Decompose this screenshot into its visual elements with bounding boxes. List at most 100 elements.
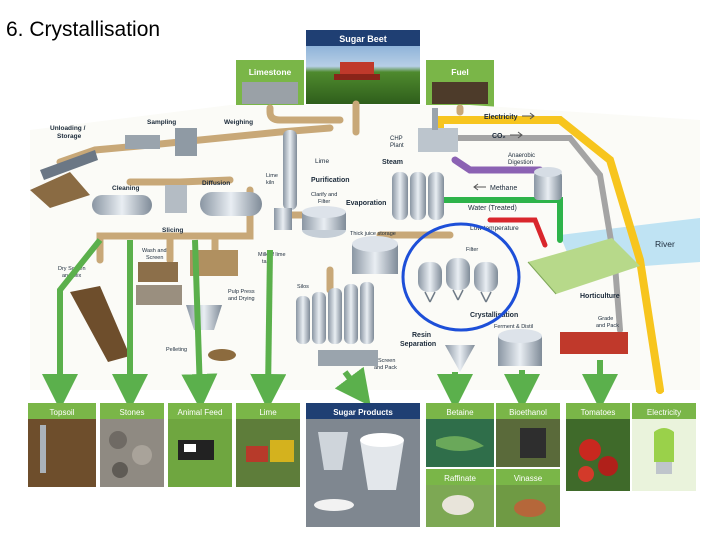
grade-label-1: Grade bbox=[598, 316, 613, 322]
evaporation-label: Evaporation bbox=[346, 200, 386, 207]
sampling-label: Sampling bbox=[147, 119, 176, 126]
anaerobic-digester bbox=[534, 167, 562, 200]
wash-screen-unit: Wash and Screen bbox=[138, 248, 178, 282]
purification-label: Purification bbox=[311, 177, 350, 184]
ferment-distil-tank: Ferment & Distil bbox=[494, 324, 542, 366]
weighing-station: Weighing bbox=[175, 119, 253, 156]
arrow-right-icon bbox=[510, 131, 523, 139]
grade-pack-unit: Grade and Pack bbox=[560, 316, 628, 354]
crystallisation-pans: Crystallisation bbox=[418, 258, 518, 319]
product-topsoil: Topsoil bbox=[28, 403, 96, 487]
product-electricity-label: Electricity bbox=[647, 408, 681, 417]
water-line bbox=[437, 197, 563, 243]
product-betaine-label: Betaine bbox=[446, 408, 474, 417]
diffusion-label: Diffusion bbox=[202, 180, 230, 187]
slicing-unit: Slicing bbox=[162, 185, 187, 234]
pelleting-label: Pelleting bbox=[166, 347, 187, 353]
resin-label-2: Separation bbox=[400, 341, 436, 348]
sampling-station: Sampling bbox=[125, 119, 176, 149]
lime-label: Lime bbox=[315, 158, 329, 165]
arrow-down-icon bbox=[42, 238, 103, 410]
river-label: River bbox=[655, 239, 675, 249]
product-vinasse: Vinasse bbox=[496, 469, 560, 527]
crystallisation-label: Crystallisation bbox=[470, 312, 518, 319]
pulp-label-1: Pulp Press bbox=[228, 289, 255, 295]
arrow-down-icon bbox=[334, 366, 371, 407]
methane-line bbox=[451, 156, 544, 174]
low-temp-line bbox=[487, 217, 548, 248]
co2-label: CO₂ bbox=[492, 133, 506, 140]
evaporation-tanks: Evaporation bbox=[346, 172, 444, 220]
product-raffinate-label: Raffinate bbox=[444, 474, 476, 483]
stones-pile bbox=[136, 285, 182, 305]
cleaning-label: Cleaning bbox=[112, 185, 139, 192]
resin-separation: Resin Separation bbox=[400, 332, 475, 372]
product-betaine: Betaine bbox=[426, 403, 494, 467]
product-animal-feed: Animal Feed bbox=[168, 403, 232, 487]
product-tomatoes: Tomatoes bbox=[566, 403, 630, 491]
resin-label-1: Resin bbox=[412, 332, 431, 339]
steam-label: Steam bbox=[382, 159, 403, 166]
product-stones-label: Stones bbox=[120, 408, 145, 417]
water-treated-label: Water (Treated) bbox=[468, 205, 517, 212]
clarify-label-2: Filter bbox=[318, 199, 330, 205]
screen-label-2: and Pack bbox=[374, 365, 397, 371]
diffusion-tower: Diffusion bbox=[200, 180, 262, 216]
cleaning-unit: Cleaning bbox=[92, 185, 152, 215]
header-limestone-label: Limestone bbox=[249, 67, 292, 77]
beet-harvester-image bbox=[340, 62, 374, 76]
slicing-label: Slicing bbox=[162, 227, 183, 234]
electricity-output-arrow bbox=[656, 370, 664, 392]
arrow-left-icon bbox=[473, 183, 486, 191]
product-lime-label: Lime bbox=[259, 408, 277, 417]
silos-label: Silos bbox=[297, 284, 309, 290]
thick-juice-label: Thick juice storage bbox=[350, 231, 396, 237]
product-tomatoes-label: Tomatoes bbox=[581, 408, 616, 417]
pulp-label-2: and Drying bbox=[228, 296, 255, 302]
clarify-label-1: Clarify and bbox=[311, 192, 337, 198]
product-vinasse-label: Vinasse bbox=[514, 474, 543, 483]
chp-plant: CHP Plant bbox=[390, 108, 458, 152]
horticulture-label: Horticulture bbox=[580, 293, 620, 300]
product-lime: Lime bbox=[236, 403, 300, 487]
product-electricity: Electricity bbox=[632, 403, 696, 491]
unloading-storage: Unloading / Storage bbox=[30, 125, 98, 208]
wash-label-1: Wash and bbox=[142, 248, 167, 254]
chp-label-2: Plant bbox=[390, 143, 404, 149]
lime-kiln: Lime kiln bbox=[266, 130, 297, 210]
product-topsoil-label: Topsoil bbox=[50, 408, 75, 417]
lime-kiln-label-1: Lime bbox=[266, 173, 278, 179]
ferment-label: Ferment & Distil bbox=[494, 324, 533, 330]
purification-unit: Lime Purification Clarify and Filter bbox=[302, 158, 350, 238]
storage-label: Storage bbox=[57, 133, 82, 140]
product-sugar-products: Sugar Products bbox=[306, 403, 420, 527]
header-limestone: Limestone bbox=[236, 60, 304, 108]
slide-title: 6. Crystallisation bbox=[6, 18, 161, 41]
sugar-silos: Silos bbox=[296, 282, 374, 344]
header-fuel-label: Fuel bbox=[451, 67, 468, 77]
product-stones: Stones bbox=[100, 403, 164, 487]
wash-label-2: Screen bbox=[146, 255, 163, 261]
output-arrows bbox=[42, 238, 618, 410]
thick-juice-storage: Thick juice storage bbox=[350, 231, 398, 274]
anaerobic-label-2: Digestion bbox=[508, 160, 533, 166]
dry-label-1: Dry Screen bbox=[58, 266, 86, 272]
highlight-circle-icon bbox=[401, 222, 521, 332]
electricity-label: Electricity bbox=[484, 114, 518, 121]
methane-label: Methane bbox=[490, 185, 517, 192]
low-temp-label: Low temperature bbox=[470, 225, 519, 232]
electricity-line bbox=[436, 116, 664, 394]
lime-kiln-label-2: kiln bbox=[266, 180, 274, 186]
product-bioethanol: Bioethanol bbox=[496, 403, 560, 467]
arrow-down-icon bbox=[181, 239, 218, 410]
anaerobic-label-1: Anaerobic bbox=[508, 153, 535, 159]
filter-label: Filter bbox=[466, 247, 478, 253]
co2-line bbox=[447, 135, 623, 333]
product-sugar-products-label: Sugar Products bbox=[333, 408, 393, 417]
grade-label-2: and Pack bbox=[596, 323, 619, 329]
utility-lines bbox=[436, 116, 664, 394]
product-animal-feed-label: Animal Feed bbox=[178, 408, 223, 417]
unloading-label: Unloading / bbox=[50, 125, 86, 132]
product-bioethanol-label: Bioethanol bbox=[509, 408, 547, 417]
